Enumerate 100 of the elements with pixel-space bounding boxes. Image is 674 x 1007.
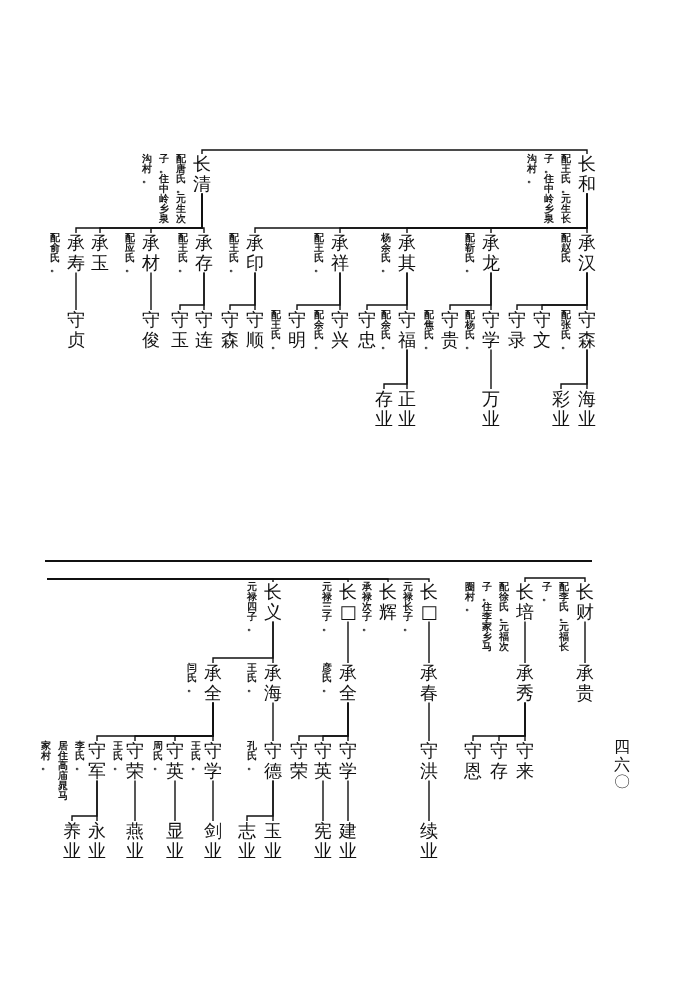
person-name: 守来 — [516, 741, 534, 781]
annotation: 配余氏。 — [381, 310, 391, 350]
annotation: 配赵氏 — [561, 233, 571, 263]
person-name: 承秀 — [516, 663, 534, 703]
annotation: 元禄长子。 — [403, 582, 413, 632]
person-name: 承材 — [142, 233, 160, 273]
lineage-line — [472, 701, 526, 742]
lineage-line — [272, 701, 274, 742]
person-name: 承海 — [264, 663, 282, 703]
lineage-line — [212, 779, 214, 822]
person-name: 承贵 — [576, 663, 594, 703]
person-name: 守洪 — [420, 741, 438, 781]
lineage-line — [201, 149, 588, 155]
lineage-line — [383, 348, 408, 390]
annotation: 配俞氏。 — [50, 233, 60, 273]
person-name: 守英 — [314, 741, 332, 781]
person-name: 燕业 — [126, 821, 144, 861]
person-name: 守存 — [490, 741, 508, 781]
lineage-line — [428, 620, 430, 664]
person-name: 养业 — [63, 821, 81, 861]
annotation: 元禄三子。 — [322, 582, 332, 632]
lineage-line — [75, 271, 77, 311]
lineage-line — [46, 578, 274, 583]
person-name: 守俊 — [142, 310, 160, 350]
annotation: 配杨氏。 — [465, 310, 475, 350]
person-name: 万业 — [482, 389, 500, 429]
lineage-line — [179, 271, 205, 311]
annotation: 元禄四子。 — [247, 582, 257, 632]
person-name: 守兴 — [331, 310, 349, 350]
annotation: 闫氏。 — [187, 663, 197, 693]
person-name: 守德 — [264, 741, 282, 781]
annotation: 周氏。 — [153, 741, 163, 771]
person-name: 长清 — [193, 154, 211, 194]
annotation: 配王氏。 — [271, 310, 281, 350]
person-name: 承全 — [339, 663, 357, 703]
person-name: 守玉 — [171, 310, 189, 350]
lineage-line — [428, 701, 430, 742]
lineage-line — [428, 779, 430, 822]
annotation: 配王氏。 — [178, 233, 188, 273]
annotation: 配徐氏。元福次子。住李家乡马圈村。 — [465, 582, 509, 652]
annotation: 孔氏。 — [247, 741, 257, 771]
annotation: 配余氏。 — [314, 310, 324, 350]
page-number: 四六〇 — [614, 738, 630, 791]
annotation: 承禄次子。 — [362, 582, 372, 632]
lineage-line — [584, 620, 586, 664]
lineage-line — [322, 779, 324, 822]
annotation: 居住高庙晁马家村。 — [41, 741, 68, 801]
person-name: 正业 — [398, 389, 416, 429]
person-name: 长培 — [516, 582, 534, 622]
lineage-line — [71, 779, 98, 822]
person-name: 志业 — [238, 821, 256, 861]
person-name: 守录 — [508, 310, 526, 350]
lineage-line — [246, 779, 274, 822]
person-name: 承玉 — [91, 233, 109, 273]
lineage-line — [174, 779, 176, 822]
person-name: 承汉 — [578, 233, 596, 273]
person-name: 彩业 — [552, 389, 570, 429]
person-name: 承印 — [246, 233, 264, 273]
person-name: 守贞 — [67, 310, 85, 350]
person-name: 长和 — [578, 154, 596, 194]
person-name: 海业 — [578, 389, 596, 429]
person-name: 剑业 — [204, 821, 222, 861]
lineage-line — [150, 271, 152, 311]
person-name: 承全 — [204, 663, 222, 703]
person-name: 永业 — [88, 821, 106, 861]
person-name: 续业 — [420, 821, 438, 861]
lineage-line — [366, 271, 408, 311]
annotation: 配王氏。 — [314, 233, 324, 273]
annotation: 王氏。 — [191, 741, 201, 771]
lineage-line — [490, 348, 492, 390]
person-name: 守连 — [195, 310, 213, 350]
annotation: 配焦氏。 — [424, 310, 434, 350]
lineage-line — [524, 620, 526, 664]
person-name: 显业 — [166, 821, 184, 861]
person-name: 守英 — [166, 741, 184, 781]
lineage-line — [96, 701, 214, 742]
lineage-line — [254, 192, 588, 234]
person-name: 长□ — [420, 582, 438, 622]
person-name: 守森 — [221, 310, 239, 350]
person-name: 承春 — [420, 663, 438, 703]
person-name: 承祥 — [331, 233, 349, 273]
person-name: 玉业 — [264, 821, 282, 861]
person-name: 守学 — [339, 741, 357, 781]
person-name: 守贵 — [441, 310, 459, 350]
person-name: 守学 — [482, 310, 500, 350]
annotation: 配王氏。元生长子。住中岭乡泉沟村。 — [527, 154, 571, 224]
annotation: 配应氏。 — [125, 233, 135, 273]
lineage-line — [296, 271, 341, 311]
person-name: 守学 — [204, 741, 222, 781]
person-name: 长辉 — [379, 582, 397, 622]
lineage-line — [212, 620, 274, 664]
person-name: 守忠 — [358, 310, 376, 350]
person-name: 长义 — [264, 582, 282, 622]
lineage-line — [524, 577, 586, 583]
lineage-line — [516, 271, 588, 311]
annotation: 李氏。 — [75, 741, 85, 771]
annotation: 杨余氏。 — [381, 233, 391, 273]
annotation: 配李氏。元福长子。 — [542, 582, 569, 652]
lineage-line — [347, 779, 349, 822]
person-name: 宪业 — [314, 821, 332, 861]
